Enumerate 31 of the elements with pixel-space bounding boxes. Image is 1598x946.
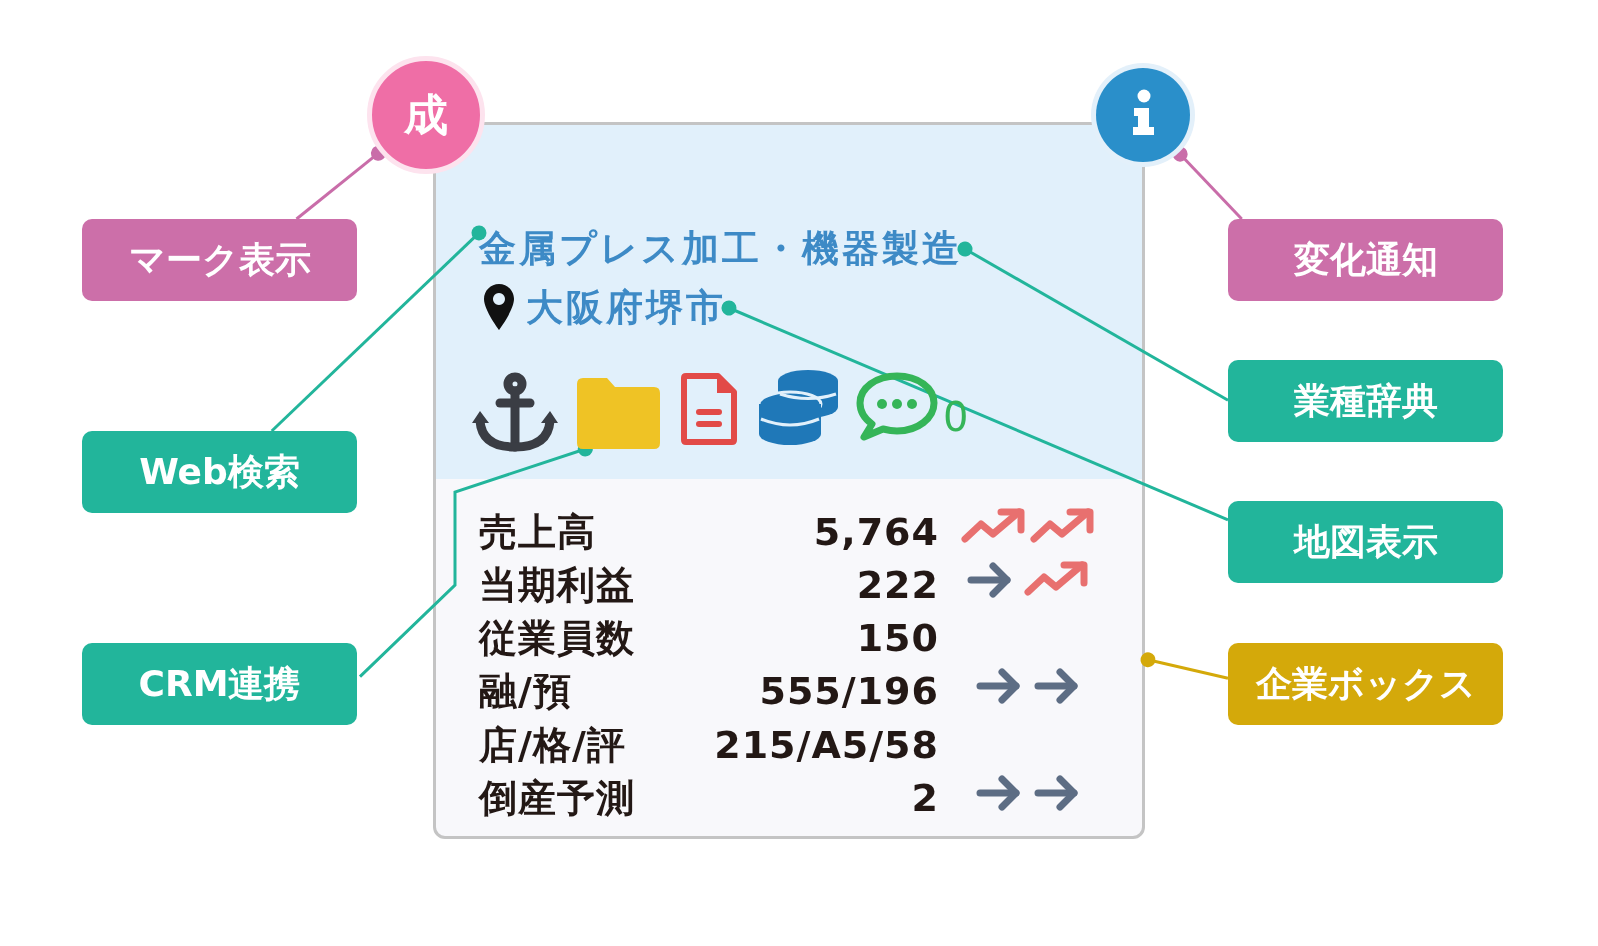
metric-label: 当期利益 — [479, 562, 636, 609]
feature-tag: 企業ボックス — [1228, 643, 1503, 725]
leader-line — [957, 241, 1229, 402]
folder-icon — [577, 378, 660, 449]
metric-value: 150 — [855, 615, 939, 662]
leader-line — [721, 300, 1229, 522]
metric-label: 店/格/評 — [479, 722, 627, 769]
feature-tag: 業種辞典 — [1228, 360, 1503, 442]
feature-tag: 変化通知 — [1228, 219, 1503, 301]
company-info-text: 金属プレス加工・機器製造 — [479, 226, 962, 272]
metric-label: 融/預 — [479, 668, 573, 715]
metric-value: 2 — [910, 775, 939, 822]
comment-count: 0 — [943, 393, 970, 441]
leader-line — [295, 145, 386, 221]
feature-tag: Web検索 — [82, 431, 357, 513]
feature-tag: 地図表示 — [1228, 501, 1503, 583]
metric-value: 222 — [855, 562, 939, 609]
metric-value: 555/196 — [758, 668, 939, 715]
leader-line — [1140, 652, 1229, 680]
feature-tag: CRM連携 — [82, 643, 357, 725]
status-badge: 成 — [367, 56, 485, 174]
company-info-text: 大阪府堺市 — [526, 285, 726, 331]
metric-value: 215/A5/58 — [713, 722, 939, 769]
metric-value: 5,764 — [812, 509, 939, 556]
metric-label: 倒産予測 — [479, 775, 636, 822]
info-icon — [1091, 63, 1195, 167]
metric-label: 従業員数 — [479, 615, 636, 662]
feature-tag: マーク表示 — [82, 219, 357, 301]
leader-line — [270, 225, 487, 433]
metric-label: 売上高 — [479, 509, 597, 556]
leader-line — [1172, 146, 1243, 221]
